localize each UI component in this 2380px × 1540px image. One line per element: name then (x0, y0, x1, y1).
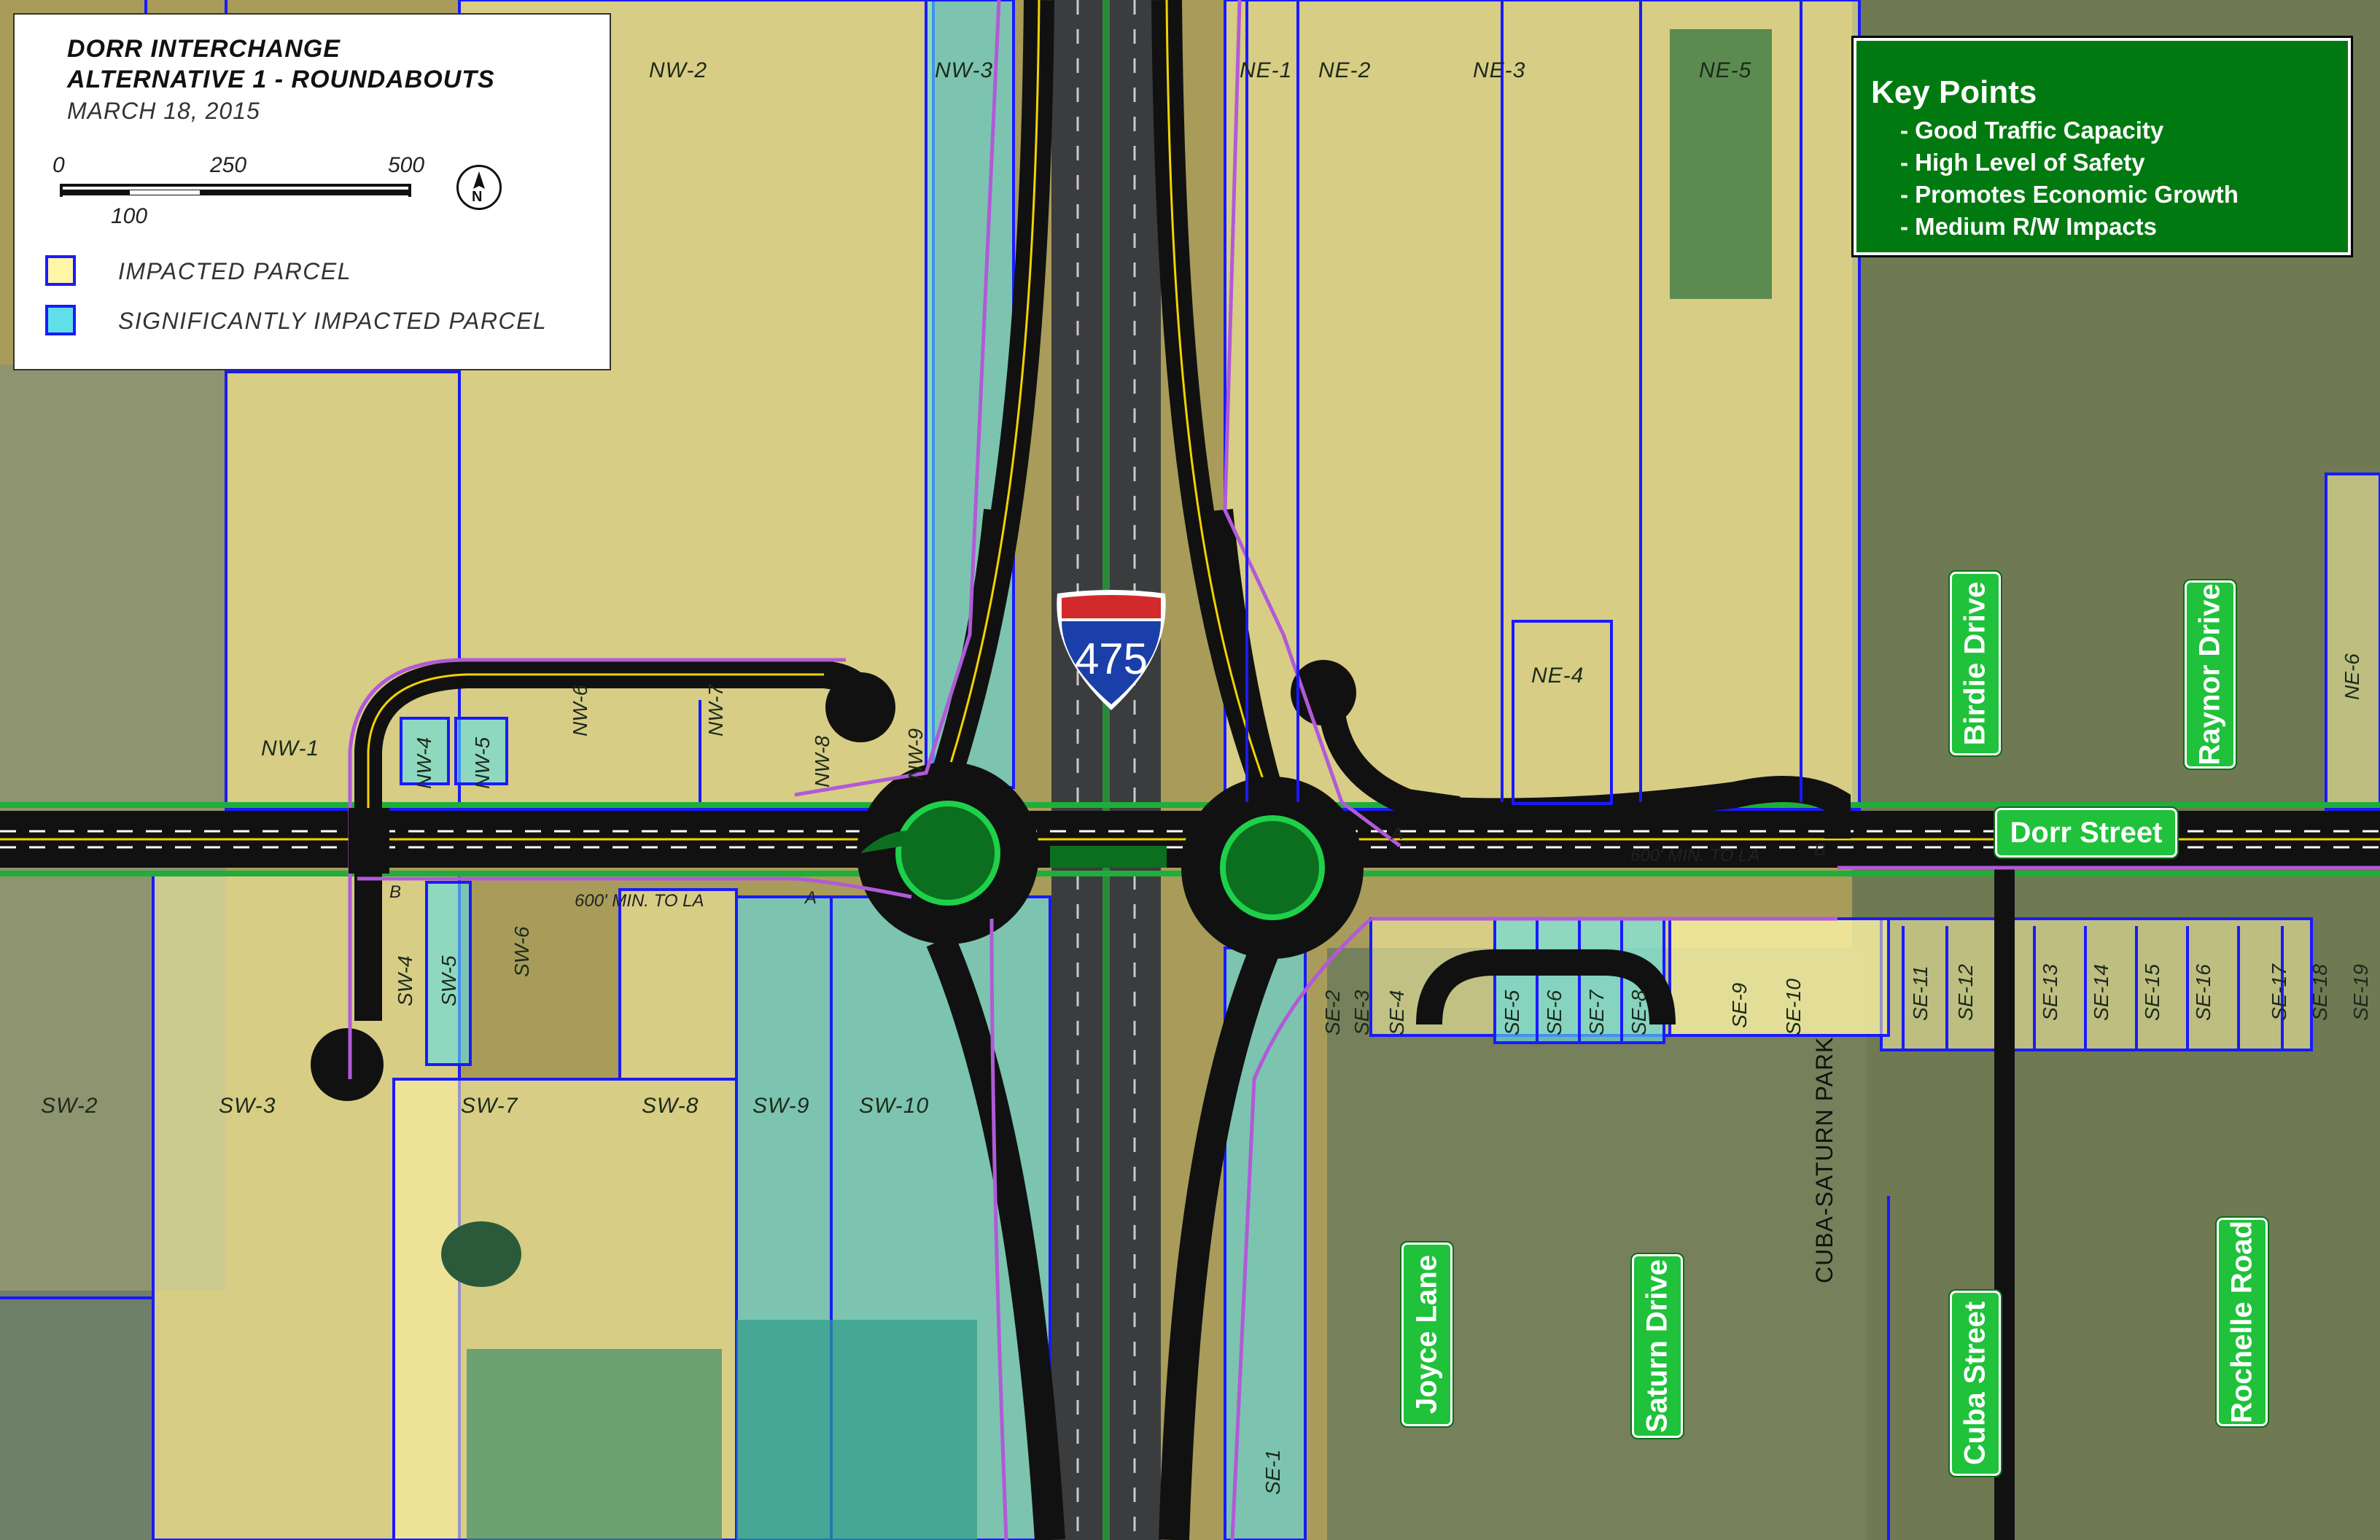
raynor-drive-sign: Raynor Drive (2183, 579, 2237, 770)
parcel-label: SW-5 (438, 955, 460, 1007)
parcel-nw-5 (454, 717, 508, 785)
distance-note-east: 600' MIN. TO LA (1630, 846, 1760, 866)
parcel-label: SW-6 (510, 926, 533, 978)
parcel-label: SE-3 (1350, 989, 1373, 1035)
interstate-shield-icon: 475 (1057, 590, 1166, 710)
key-point-item: - Good Traffic Capacity (1900, 117, 2164, 144)
parcel-label: SE-4 (1385, 989, 1408, 1035)
parcel-label: SW-3 (219, 1094, 276, 1118)
parcel-label: SE-8 (1628, 989, 1650, 1035)
parcel-label: SW-8 (642, 1094, 699, 1118)
parcel-label: SE-1 (1261, 1449, 1284, 1495)
parcel-label: NW-4 (413, 736, 435, 789)
parcel-label: NE-5 (1699, 58, 1752, 82)
significant-swatch (45, 305, 76, 335)
parcel-label: NW-6 (569, 684, 591, 736)
impacted-label: IMPACTED PARCEL (118, 258, 352, 284)
parcel-label: NE-3 (1473, 58, 1526, 82)
parcel-label: SE-6 (1543, 989, 1566, 1035)
parcel-label: SE-10 (1782, 979, 1805, 1035)
parcel-label: SE-15 (2141, 964, 2163, 1021)
scale-tick-500: 500 (388, 153, 425, 177)
north-letter: N (472, 189, 483, 205)
parcel-se-5 (1493, 917, 1539, 1044)
key-point-item: - Medium R/W Impacts (1900, 213, 2158, 240)
parcel-label: SE-18 (2309, 964, 2331, 1021)
parcel-se-9 (1668, 917, 1890, 1037)
control-letter-b-east: B (1814, 840, 1827, 860)
dorr-street-sign: Dorr Street (1994, 806, 2179, 859)
scale-sub-tick: 100 (111, 204, 148, 228)
parcel-label: NW-8 (811, 735, 833, 788)
map-title: DORR INTERCHANGE (67, 35, 341, 63)
significant-label: SIGNIFICANTLY IMPACTED PARCEL (118, 308, 548, 334)
key-points-title: Key Points (1871, 74, 2037, 110)
parcel-label: SW-4 (394, 955, 416, 1007)
scale-tick-250: 250 (210, 153, 247, 177)
distance-note-west: 600' MIN. TO LA (575, 891, 704, 911)
parcel-label: NW-5 (471, 736, 494, 789)
map-subtitle: ALTERNATIVE 1 - ROUNDABOUTS (67, 66, 495, 93)
parcel-label: NE-1 (1240, 58, 1293, 82)
north-arrow-icon: N (456, 165, 502, 210)
parcel-label: SE-16 (2192, 964, 2214, 1021)
parcel-label: NE-2 (1318, 58, 1372, 82)
parcel-sw-5 (425, 881, 472, 1066)
impacted-swatch (45, 255, 76, 286)
parcel-ne-6 (2325, 472, 2380, 811)
cuba-street-sign: Cuba Street (1948, 1289, 2002, 1477)
parcel-label: SW-9 (752, 1094, 810, 1118)
parcel-label: SE-11 (1909, 965, 1932, 1021)
joyce-lane-sign: Joyce Lane (1400, 1241, 1454, 1428)
parcel-label: SE-7 (1585, 989, 1608, 1035)
key-point-item: - High Level of Safety (1900, 149, 2145, 176)
parcel-label: NW-9 (904, 728, 927, 780)
control-letter-a-east: A (1391, 824, 1404, 844)
parcel-nw-4 (400, 717, 450, 785)
birdie-drive-sign: Birdie Drive (1948, 570, 2002, 757)
parcel-label: SE-5 (1501, 989, 1523, 1035)
control-letter-a-west: A (805, 888, 817, 908)
parcel-label: SE-12 (1954, 964, 1977, 1021)
parcel-label: NW-1 (261, 736, 320, 761)
parcel-label: SW-2 (41, 1094, 98, 1118)
parcel-label: NW-3 (935, 58, 994, 82)
east-roundabout (1181, 777, 1364, 959)
parcel-sw-8 (618, 888, 738, 1081)
control-letter-b-west: B (389, 882, 402, 902)
parcel-label: NW-7 (704, 684, 727, 736)
parcel-label: SE-19 (2349, 964, 2372, 1021)
parcel-label: SW-10 (859, 1094, 930, 1118)
west-roundabout (857, 762, 1039, 944)
map-date: MARCH 18, 2015 (67, 98, 260, 124)
parcel-label: NW-2 (649, 58, 708, 82)
key-point-item: - Promotes Economic Growth (1900, 181, 2239, 208)
parcel-label: NE-6 (2341, 653, 2363, 700)
park-label: CUBA-SATURN PARK (1811, 1036, 1838, 1283)
parcel-label: SE-9 (1728, 982, 1751, 1028)
parcel-label: SE-13 (2039, 964, 2061, 1021)
parcel-label: SE-17 (2268, 964, 2290, 1021)
parcel-label: SE-14 (2090, 964, 2112, 1021)
legend-panel: DORR INTERCHANGE ALTERNATIVE 1 - ROUNDAB… (13, 13, 611, 370)
scale-bar (60, 184, 411, 197)
saturn-drive-sign: Saturn Drive (1630, 1253, 1684, 1439)
parcel-label: NE-4 (1531, 664, 1584, 688)
parcel-label: SE-2 (1321, 989, 1344, 1035)
key-points-panel: Key Points - Good Traffic Capacity - Hig… (1851, 36, 2353, 257)
parcel-label: SW-7 (461, 1094, 518, 1118)
scale-tick-0: 0 (52, 153, 65, 177)
rochelle-road-sign: Rochelle Road (2215, 1216, 2269, 1428)
interstate-number: 475 (1075, 634, 1148, 683)
